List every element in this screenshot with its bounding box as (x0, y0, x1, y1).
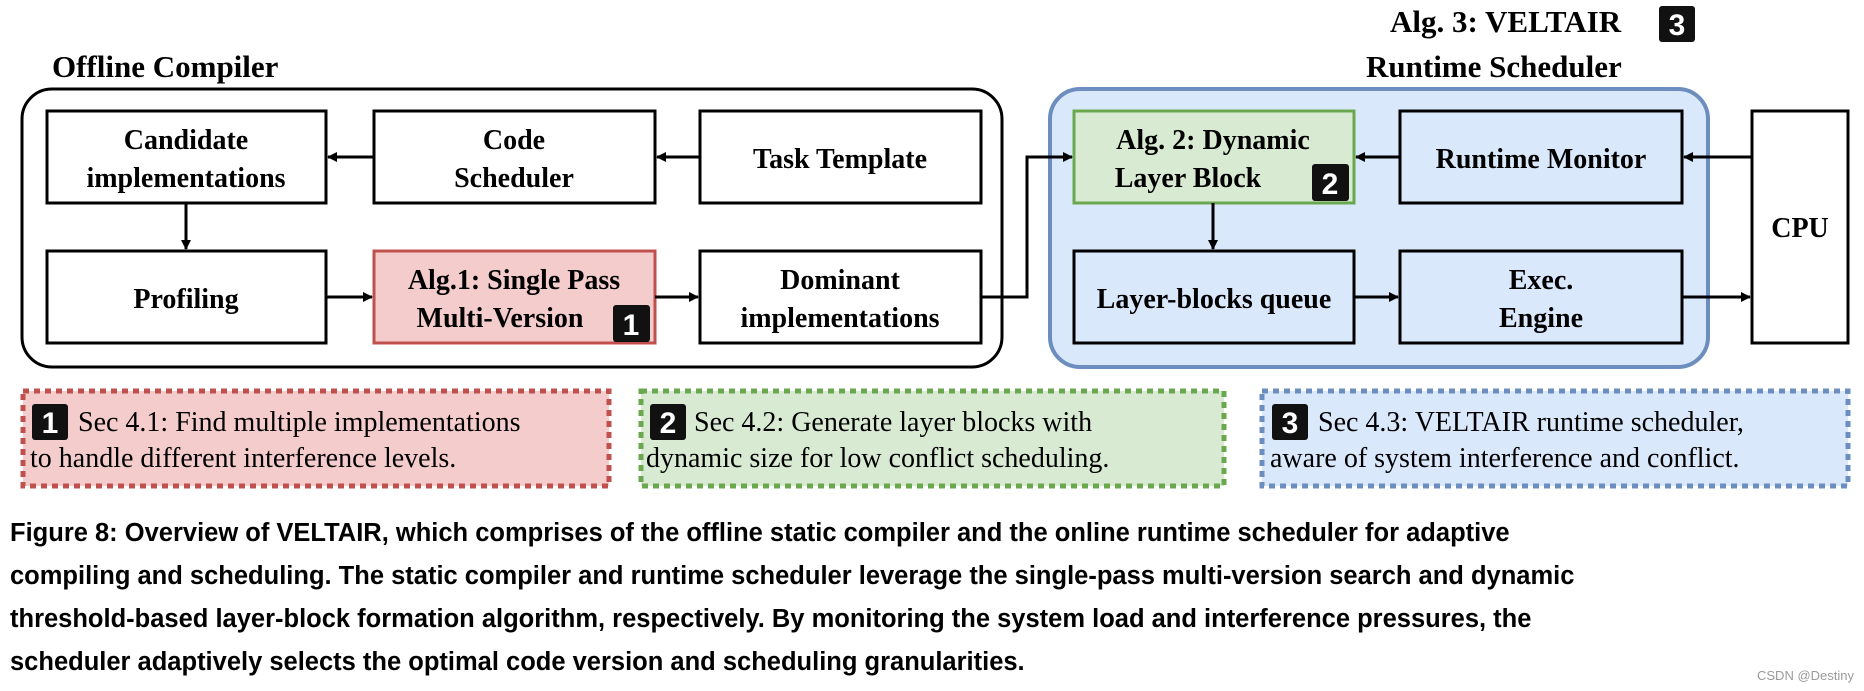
candidate-label-2: implementations (86, 163, 285, 194)
caption-line-1: Figure 8: Overview of VELTAIR, which com… (10, 519, 1510, 547)
svg-text:1: 1 (42, 407, 59, 440)
profiling-box (45, 249, 328, 345)
runtime-title-badge: 3 (1659, 6, 1695, 42)
alg2-label-1: Alg. 2: Dynamic (1116, 125, 1310, 156)
overview-diagram: Offline Compiler Alg. 3: VELTAIR 3 Runti… (20, 4, 1851, 489)
caption-line-4: scheduler adaptively selects the optimal… (10, 648, 1025, 676)
svg-text:1: 1 (623, 309, 640, 342)
exec-engine-box (1398, 249, 1684, 345)
note-1-line-1: Sec 4.1: Find multiple implementations (78, 407, 521, 438)
alg1-badge: 1 (613, 305, 650, 342)
code-scheduler-label-2: Scheduler (454, 163, 574, 194)
dominant-implementations-box (698, 249, 983, 345)
note-2-line-1: Sec 4.2: Generate layer blocks with (694, 407, 1092, 438)
offline-compiler-title: Offline Compiler (52, 49, 279, 84)
note-sec-4-1: 1 Sec 4.1: Find multiple implementations… (20, 388, 612, 489)
caption-line-3: threshold-based layer-block formation al… (10, 605, 1532, 633)
note-2-line-2: dynamic size for low conflict scheduling… (646, 443, 1109, 474)
task-template-label: Task Template (753, 144, 927, 175)
note-1-line-2: to handle different interference levels. (30, 443, 456, 474)
note-sec-4-3: 3 Sec 4.3: VELTAIR runtime scheduler, aw… (1259, 388, 1851, 489)
note-3-line-1: Sec 4.3: VELTAIR runtime scheduler, (1318, 407, 1744, 438)
exec-engine-label-1: Exec. (1509, 265, 1574, 296)
arrow-dominant-to-alg2 (981, 152, 1073, 299)
svg-text:3: 3 (1669, 9, 1686, 42)
caption-line-2: compiling and scheduling. The static com… (10, 562, 1575, 590)
dominant-label-1: Dominant (780, 265, 900, 296)
runtime-title-line2: Runtime Scheduler (1366, 49, 1622, 84)
candidate-label-1: Candidate (124, 125, 248, 156)
alg1-label-1: Alg.1: Single Pass (408, 265, 620, 296)
figure-caption: Figure 8: Overview of VELTAIR, which com… (10, 512, 1856, 684)
runtime-monitor-box (1398, 109, 1684, 205)
task-template-box (698, 109, 983, 205)
runtime-title-line1: Alg. 3: VELTAIR (1390, 4, 1622, 39)
profiling-label: Profiling (133, 284, 238, 315)
layer-blocks-queue-label: Layer-blocks queue (1097, 284, 1332, 315)
note-3-badge (1272, 404, 1308, 440)
cpu-box (1750, 109, 1850, 345)
note-sec-4-2: 2 Sec 4.2: Generate layer blocks with dy… (638, 388, 1227, 489)
cpu-label: CPU (1771, 213, 1829, 244)
alg1-box (372, 249, 657, 345)
alg2-badge: 2 (1312, 164, 1349, 201)
note-3-line-2: aware of system interference and conflic… (1270, 443, 1740, 474)
offline-compiler-group (20, 87, 1004, 369)
dominant-label-2: implementations (740, 303, 939, 334)
svg-text:3: 3 (1282, 407, 1299, 440)
note-1-badge (32, 404, 68, 440)
exec-engine-label-2: Engine (1499, 303, 1583, 334)
runtime-monitor-label: Runtime Monitor (1436, 144, 1647, 175)
watermark: CSDN @Destiny (1757, 668, 1854, 683)
svg-text:2: 2 (660, 407, 677, 440)
note-2-badge (650, 404, 686, 440)
alg2-label-2: Layer Block (1115, 163, 1262, 194)
svg-text:2: 2 (1322, 168, 1339, 201)
code-scheduler-label-1: Code (483, 125, 545, 156)
alg1-label-2: Multi-Version (417, 303, 584, 334)
